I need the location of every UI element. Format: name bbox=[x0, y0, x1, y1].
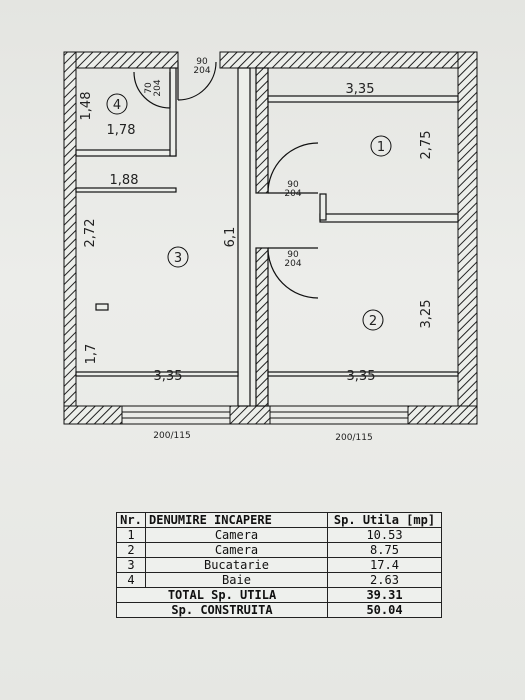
dimension-labels: 3,35 2,75 3,35 3,25 3,35 6,1 2,72 1,7 1,… bbox=[79, 82, 434, 384]
row-name: Bucatarie bbox=[145, 557, 328, 573]
header-name: DENUMIRE INCAPERE bbox=[145, 512, 328, 528]
door-label-bath: 70204 bbox=[144, 79, 163, 96]
row-name: Baie bbox=[145, 572, 328, 588]
room-number: 3 bbox=[174, 251, 182, 266]
total-useful-row: TOTAL Sp. UTILA 39.31 bbox=[116, 587, 442, 603]
room-number: 2 bbox=[369, 314, 377, 329]
window-labels: 200/115 200/115 bbox=[153, 431, 372, 443]
row-name: Camera bbox=[145, 542, 328, 558]
row-name: Camera bbox=[145, 527, 328, 543]
room-number: 1 bbox=[377, 140, 385, 155]
window-label-left: 200/115 bbox=[153, 431, 190, 441]
table-row: 1 Camera 10.53 bbox=[116, 527, 442, 543]
row-nr: 2 bbox=[116, 542, 146, 558]
built-area-row: Sp. CONSTRUITA 50.04 bbox=[116, 602, 442, 618]
built-area-value: 50.04 bbox=[327, 602, 442, 618]
table-row: 2 Camera 8.75 bbox=[116, 542, 442, 558]
dim-bath-height: 1,48 bbox=[79, 92, 94, 121]
row-nr: 4 bbox=[116, 572, 146, 588]
interior-walls bbox=[75, 67, 459, 407]
dim-room2-width: 3,35 bbox=[347, 369, 376, 384]
door-swings bbox=[133, 61, 319, 299]
windows bbox=[121, 405, 409, 425]
built-area-label: Sp. CONSTRUITA bbox=[116, 602, 328, 618]
row-area: 8.75 bbox=[327, 542, 442, 558]
table-row: 4 Baie 2.63 bbox=[116, 572, 442, 588]
total-useful-label: TOTAL Sp. UTILA bbox=[116, 587, 328, 603]
dim-room3-length: 6,1 bbox=[223, 227, 238, 248]
area-table: Nr. DENUMIRE INCAPERE Sp. Utila [mp] 1 C… bbox=[116, 512, 442, 618]
row-area: 2.63 bbox=[327, 572, 442, 588]
dim-room1-width: 3,35 bbox=[346, 82, 375, 97]
dim-room3-lower: 1,7 bbox=[84, 344, 99, 365]
dim-hall-width: 1,88 bbox=[110, 173, 139, 188]
dim-room1-height: 2,75 bbox=[419, 131, 434, 160]
row-nr: 1 bbox=[116, 527, 146, 543]
dim-bath-width: 1,78 bbox=[107, 123, 136, 138]
table-header-row: Nr. DENUMIRE INCAPERE Sp. Utila [mp] bbox=[116, 512, 442, 528]
row-area: 17.4 bbox=[327, 557, 442, 573]
total-useful-value: 39.31 bbox=[327, 587, 442, 603]
dim-room2-height: 3,25 bbox=[419, 300, 434, 329]
room-markers: 1 2 3 4 bbox=[106, 93, 392, 331]
header-area: Sp. Utila [mp] bbox=[327, 512, 442, 528]
row-nr: 3 bbox=[116, 557, 146, 573]
row-area: 10.53 bbox=[327, 527, 442, 543]
table-row: 3 Bucatarie 17.4 bbox=[116, 557, 442, 573]
header-nr: Nr. bbox=[116, 512, 146, 528]
window-label-right: 200/115 bbox=[335, 433, 372, 443]
dim-room3-width: 3,35 bbox=[154, 369, 183, 384]
room-number: 4 bbox=[113, 98, 121, 113]
dim-room3-partial: 2,72 bbox=[83, 219, 98, 248]
